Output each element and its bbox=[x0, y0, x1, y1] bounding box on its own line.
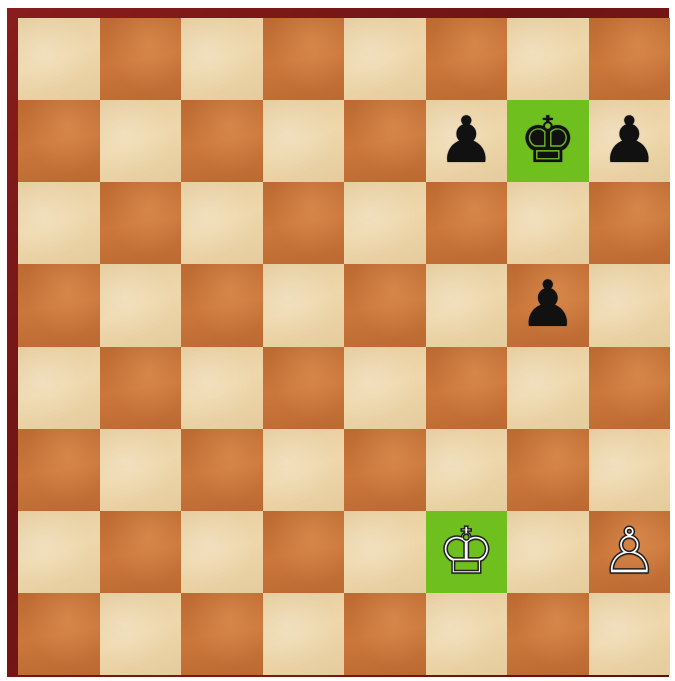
square-c1[interactable] bbox=[181, 593, 263, 675]
square-h7[interactable]: ♟ bbox=[589, 100, 671, 182]
square-b4[interactable] bbox=[100, 347, 182, 429]
square-e5[interactable] bbox=[344, 264, 426, 346]
square-a2[interactable] bbox=[18, 511, 100, 593]
square-h5[interactable] bbox=[589, 264, 671, 346]
square-g8[interactable] bbox=[507, 18, 589, 100]
square-h3[interactable] bbox=[589, 429, 671, 511]
square-f6[interactable] bbox=[426, 182, 508, 264]
square-f1[interactable] bbox=[426, 593, 508, 675]
black-pawn-icon[interactable]: ♟ bbox=[601, 109, 658, 173]
square-g1[interactable] bbox=[507, 593, 589, 675]
square-f7[interactable]: ♟ bbox=[426, 100, 508, 182]
square-d5[interactable] bbox=[263, 264, 345, 346]
square-a5[interactable] bbox=[18, 264, 100, 346]
square-c8[interactable] bbox=[181, 18, 263, 100]
square-d6[interactable] bbox=[263, 182, 345, 264]
square-c4[interactable] bbox=[181, 347, 263, 429]
black-pawn-icon[interactable]: ♟ bbox=[438, 109, 495, 173]
square-b5[interactable] bbox=[100, 264, 182, 346]
square-a1[interactable] bbox=[18, 593, 100, 675]
square-b8[interactable] bbox=[100, 18, 182, 100]
square-h8[interactable] bbox=[589, 18, 671, 100]
square-d4[interactable] bbox=[263, 347, 345, 429]
white-king-icon[interactable]: ♔ bbox=[438, 520, 495, 584]
square-d2[interactable] bbox=[263, 511, 345, 593]
square-c6[interactable] bbox=[181, 182, 263, 264]
square-f3[interactable] bbox=[426, 429, 508, 511]
square-c7[interactable] bbox=[181, 100, 263, 182]
square-h2[interactable]: ♙ bbox=[589, 511, 671, 593]
black-king-icon[interactable]: ♚ bbox=[519, 109, 576, 173]
square-g6[interactable] bbox=[507, 182, 589, 264]
square-c2[interactable] bbox=[181, 511, 263, 593]
square-e7[interactable] bbox=[344, 100, 426, 182]
square-d1[interactable] bbox=[263, 593, 345, 675]
square-d3[interactable] bbox=[263, 429, 345, 511]
square-c3[interactable] bbox=[181, 429, 263, 511]
square-a8[interactable] bbox=[18, 18, 100, 100]
square-h4[interactable] bbox=[589, 347, 671, 429]
square-b6[interactable] bbox=[100, 182, 182, 264]
square-f2[interactable]: ♔ bbox=[426, 511, 508, 593]
square-e4[interactable] bbox=[344, 347, 426, 429]
square-e1[interactable] bbox=[344, 593, 426, 675]
square-d7[interactable] bbox=[263, 100, 345, 182]
white-pawn-icon[interactable]: ♙ bbox=[601, 520, 658, 584]
square-e8[interactable] bbox=[344, 18, 426, 100]
square-f5[interactable] bbox=[426, 264, 508, 346]
square-g7[interactable]: ♚ bbox=[507, 100, 589, 182]
square-a3[interactable] bbox=[18, 429, 100, 511]
square-e6[interactable] bbox=[344, 182, 426, 264]
square-h1[interactable] bbox=[589, 593, 671, 675]
square-d8[interactable] bbox=[263, 18, 345, 100]
square-b1[interactable] bbox=[100, 593, 182, 675]
square-c5[interactable] bbox=[181, 264, 263, 346]
square-f8[interactable] bbox=[426, 18, 508, 100]
square-b7[interactable] bbox=[100, 100, 182, 182]
chess-board: ♟ ♚ ♟ ♟ ♔ ♙ bbox=[18, 18, 670, 675]
square-e3[interactable] bbox=[344, 429, 426, 511]
square-e2[interactable] bbox=[344, 511, 426, 593]
square-g5[interactable]: ♟ bbox=[507, 264, 589, 346]
square-g3[interactable] bbox=[507, 429, 589, 511]
square-g2[interactable] bbox=[507, 511, 589, 593]
square-b3[interactable] bbox=[100, 429, 182, 511]
square-a6[interactable] bbox=[18, 182, 100, 264]
square-f4[interactable] bbox=[426, 347, 508, 429]
black-pawn-icon[interactable]: ♟ bbox=[519, 273, 576, 337]
square-a4[interactable] bbox=[18, 347, 100, 429]
square-g4[interactable] bbox=[507, 347, 589, 429]
square-b2[interactable] bbox=[100, 511, 182, 593]
square-a7[interactable] bbox=[18, 100, 100, 182]
square-h6[interactable] bbox=[589, 182, 671, 264]
